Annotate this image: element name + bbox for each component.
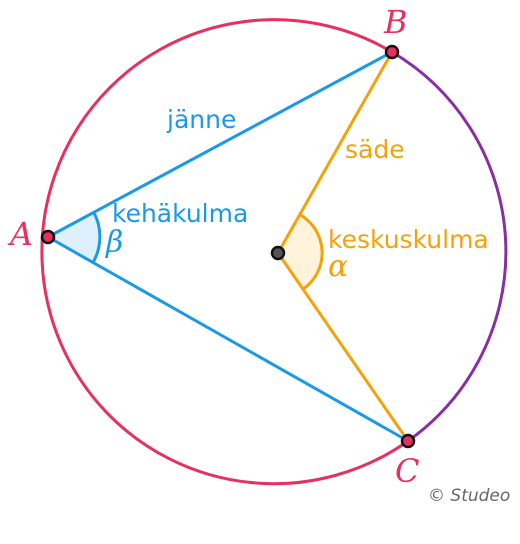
chord-ac	[47, 235, 409, 443]
inscribed-angle-arc	[91, 211, 102, 263]
center-point-marker	[270, 245, 286, 261]
point-c-label: C	[395, 452, 419, 490]
point-a-label: A	[7, 215, 33, 253]
point-b-marker	[384, 44, 400, 60]
point-a-marker	[40, 229, 56, 245]
central-angle-label: keskuskulma	[328, 225, 489, 254]
point-c-marker	[400, 433, 416, 449]
inscribed-angle-sector	[48, 212, 100, 263]
circle-minor-arc	[391, 50, 508, 443]
beta-symbol: β	[105, 225, 123, 260]
alpha-symbol: α	[328, 249, 348, 284]
point-b-label: B	[383, 3, 408, 41]
chord-label: jänne	[166, 105, 236, 134]
radius-ob	[276, 51, 394, 254]
circle-major-arc	[40, 18, 409, 486]
central-angle-arc	[299, 213, 324, 291]
radius-oc	[276, 252, 410, 442]
central-angle-sector	[278, 215, 323, 289]
chord-ab	[47, 50, 393, 239]
radius-label: säde	[345, 135, 405, 164]
copyright-text: © Studeo	[428, 486, 510, 506]
inscribed-angle-label: kehäkulma	[112, 199, 248, 228]
